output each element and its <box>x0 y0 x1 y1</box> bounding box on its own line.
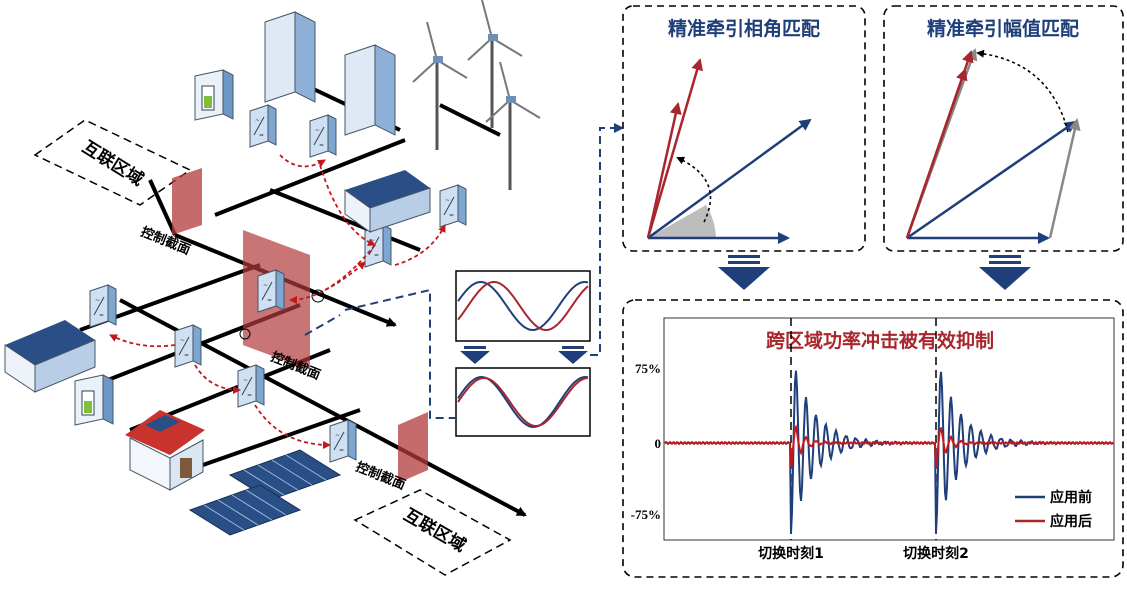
down-arrow-left <box>460 346 490 364</box>
panel-magnitude-matching: 精准牵引幅值匹配 <box>883 5 1124 252</box>
converter-icon-3 <box>439 184 467 228</box>
series-after-line <box>664 424 1114 469</box>
converter-icon-6 <box>89 284 117 328</box>
y-tick-zero: 0 <box>655 436 662 451</box>
mag-target-phasor <box>906 120 1077 240</box>
panel-mag-title: 精准牵引幅值匹配 <box>927 17 1079 40</box>
building-icon-1 <box>264 11 316 103</box>
panel-chart: 跨区域功率冲击被有效抑制 75% 0 -75% 切换时刻1 切换时刻2 应用前 … <box>622 299 1124 578</box>
panel-angle-matching: 精准牵引相角匹配 <box>622 5 866 252</box>
probe-marker-2 <box>239 328 251 340</box>
converter-icon-1 <box>249 104 277 148</box>
converter-icon-7 <box>174 324 202 368</box>
to-phasor-connector <box>590 123 624 356</box>
converter-icon-5 <box>257 269 285 313</box>
house-icon <box>125 410 205 491</box>
panel-angle-title: 精准牵引相角匹配 <box>668 17 820 40</box>
y-tick-pos: 75% <box>635 361 661 376</box>
control-section-3 <box>398 412 428 483</box>
angle-wedge <box>648 205 716 238</box>
building-icon-2 <box>344 44 396 136</box>
pv-factory-icon-1 <box>344 170 431 233</box>
down-arrow-right <box>558 346 588 364</box>
converter-icon-2 <box>309 114 337 158</box>
mag-source-phasor-2 <box>905 68 968 239</box>
converter-icon-9 <box>329 419 357 463</box>
chart-plot-area <box>663 317 1115 541</box>
y-tick-neg: -75% <box>631 507 661 522</box>
region-bottom-box: 互联区域 <box>353 489 512 576</box>
big-down-arrow-2 <box>979 255 1031 290</box>
source-phasor <box>646 58 703 239</box>
waveform-box-before <box>455 270 591 342</box>
legend-after-label: 应用后 <box>1050 513 1092 530</box>
waveform-box-after <box>455 367 591 437</box>
big-down-arrow-1 <box>718 255 770 290</box>
mag-delta-phasor <box>1048 118 1081 239</box>
chart-title: 跨区域功率冲击被有效抑制 <box>766 329 994 352</box>
probe-connector <box>304 288 455 419</box>
converter-icon-8 <box>237 364 265 408</box>
wind-turbine-icon-2 <box>466 0 524 130</box>
grid-illustration: 互联区域 互联区域 控制截面 控制截面 控制截面 <box>4 0 542 576</box>
region-top-box: 互联区域 <box>33 119 192 206</box>
pv-factory-icon-2 <box>4 320 96 393</box>
wind-turbine-icon-3 <box>484 60 542 192</box>
source-phasor-2 <box>646 102 682 239</box>
wind-turbine-icon-1 <box>411 20 469 152</box>
rotation-arc <box>676 156 712 223</box>
probe-marker <box>311 289 325 303</box>
event-2-label: 切换时刻2 <box>903 545 969 562</box>
bus-lines <box>79 83 527 517</box>
battery-icon-1 <box>194 69 234 121</box>
battery-icon-2 <box>74 374 114 426</box>
target-phasor <box>647 118 812 240</box>
legend-before-label: 应用前 <box>1050 489 1092 506</box>
control-section-1 <box>172 168 202 235</box>
power-flow-arrows <box>109 154 446 449</box>
event-1-label: 切换时刻1 <box>758 545 824 562</box>
